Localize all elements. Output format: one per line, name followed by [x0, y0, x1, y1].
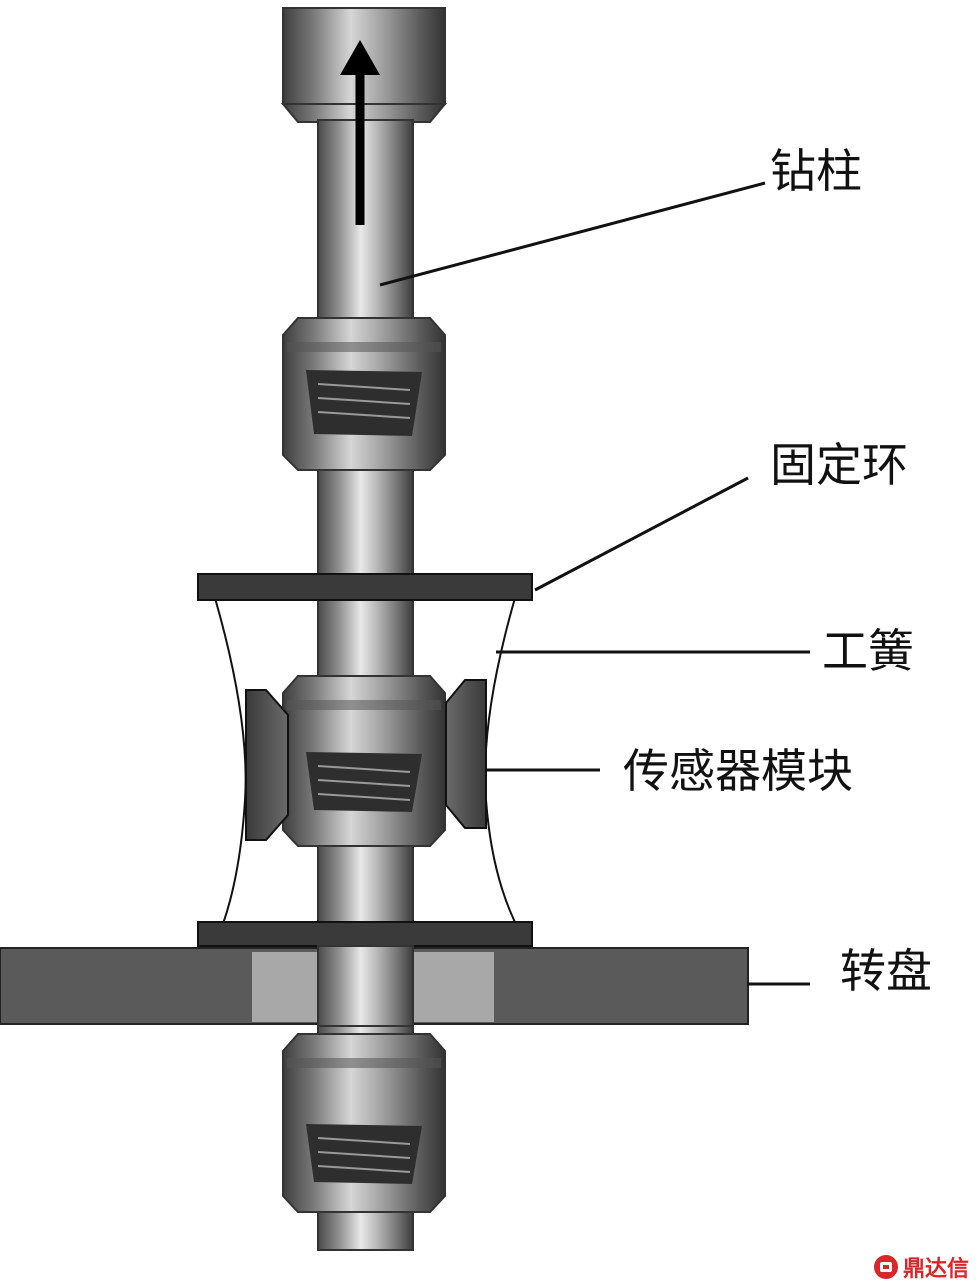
lower-tool-joint	[282, 1033, 446, 1213]
sensor-module-right	[445, 679, 487, 829]
drill-pipe-through-turntable	[317, 945, 414, 1027]
leader-lines	[379, 181, 810, 986]
sensor-module-left	[245, 689, 289, 841]
watermark: 鼎达信	[873, 1251, 969, 1283]
label-spring: 工簧	[822, 624, 914, 678]
label-turntable: 转盘	[840, 944, 932, 998]
label-fixing-ring: 固定环	[770, 438, 908, 492]
label-drill-string: 钻柱	[770, 144, 862, 198]
watermark-text: 鼎达信	[902, 1257, 969, 1282]
upper-tool-joint	[282, 317, 446, 471]
label-sensor-module: 传感器模块	[623, 744, 853, 798]
up-arrow-icon	[340, 40, 380, 225]
middle-tool-joint	[282, 675, 446, 847]
watermark-logo-icon	[873, 1255, 898, 1279]
upper-fixing-ring	[197, 573, 533, 601]
leader-fixing-ring	[534, 476, 749, 592]
leader-drill-string	[379, 181, 766, 287]
lower-fixing-ring	[197, 921, 533, 947]
